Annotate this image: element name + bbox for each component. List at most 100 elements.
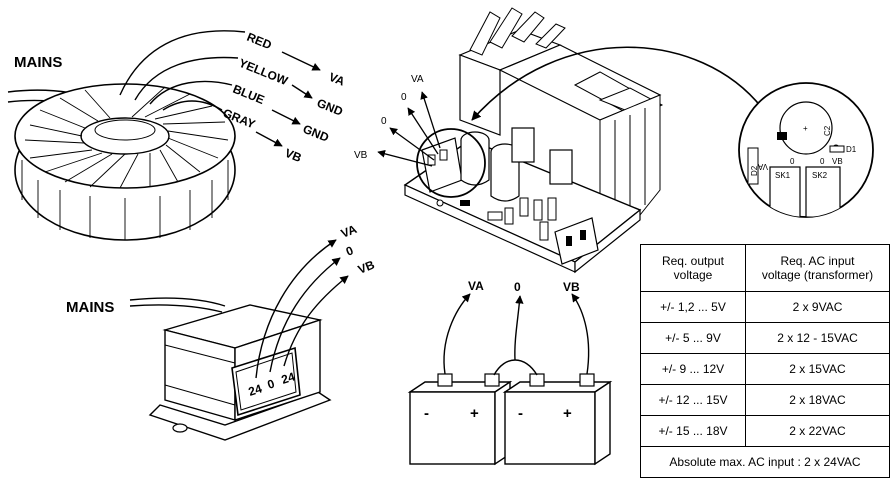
- arrow-gray: [255, 131, 283, 147]
- inset-detail: + C2 D1 D2 VA 0 0 VB SK1 SK2: [738, 82, 874, 218]
- table-row: +/- 5 ... 9V 2 x 12 - 15VAC: [640, 322, 890, 354]
- input-cell: 2 x 12 - 15VAC: [745, 322, 890, 354]
- wire-label-yellow: YELLOW: [237, 56, 290, 88]
- battery-label-0: 0: [514, 280, 521, 294]
- inset-capacitor: [779, 101, 833, 155]
- battery-label-vb: VB: [563, 280, 580, 294]
- mounting-hole: [172, 423, 188, 433]
- mains-wire: [129, 304, 223, 313]
- output-cell: +/- 12 ... 15V: [640, 384, 746, 416]
- secondary-wire: [119, 30, 246, 96]
- regulator: [511, 127, 535, 163]
- output-label-vb: VB: [356, 257, 377, 276]
- input-cell: 2 x 18VAC: [745, 384, 890, 416]
- inset-d2: D2: [750, 165, 759, 176]
- wire-label-blue: BLUE: [231, 82, 267, 107]
- toroid-mains-label: MAINS: [14, 54, 62, 71]
- inset-plus: +: [803, 124, 808, 133]
- inset-zero2: 0: [820, 157, 825, 166]
- output-wire-va: [255, 239, 337, 379]
- heatsink-front: [459, 54, 501, 136]
- battery-wire-va: [443, 293, 471, 375]
- inset-d1: D1: [846, 145, 857, 154]
- inset-sk1-label: SK1: [775, 171, 791, 180]
- header-text: Req. AC input: [780, 254, 855, 268]
- conventional-transformer: MAINS 24 0 24 VA 0 VB: [66, 222, 377, 441]
- secondary-wire: [162, 100, 223, 111]
- inset-diode: [747, 147, 759, 185]
- battery-wire-0: [514, 295, 524, 361]
- input-cell: 2 x 9VAC: [745, 291, 890, 323]
- output-cell: +/- 9 ... 12V: [640, 353, 746, 385]
- output-terminal-block: [554, 217, 599, 265]
- tap-label: 24: [280, 369, 297, 387]
- terminal-label-va: VA: [327, 70, 347, 89]
- table-header-row: Req. output voltage Req. AC input voltag…: [640, 244, 890, 292]
- header-input-voltage: Req. AC input voltage (transformer): [745, 244, 890, 292]
- pcb-edge-right: [574, 208, 641, 274]
- inset-sk1: [769, 166, 801, 217]
- max-input-note: Absolute max. AC input : 2 x 24VAC: [640, 446, 890, 478]
- table-row: +/- 12 ... 15V 2 x 18VAC: [640, 384, 890, 416]
- inset-va: VA: [757, 162, 768, 171]
- output-label-0: 0: [344, 243, 356, 259]
- header-text: voltage (transformer): [761, 268, 874, 282]
- input-cell: 2 x 22VAC: [745, 415, 890, 447]
- header-text: voltage: [673, 268, 713, 282]
- table-row: +/- 1,2 ... 5V 2 x 9VAC: [640, 291, 890, 323]
- battery: [504, 391, 596, 465]
- inset-sk2-label: SK2: [812, 171, 828, 180]
- output-cell: +/- 15 ... 18V: [640, 415, 746, 447]
- battery-sign-minus: -: [518, 405, 523, 422]
- input-label-0: 0: [381, 116, 387, 127]
- secondary-wire: [134, 56, 239, 101]
- table-row: +/- 9 ... 12V 2 x 15VAC: [640, 353, 890, 385]
- table-row: +/- 15 ... 18V 2 x 22VAC: [640, 415, 890, 447]
- arrow-yellow: [291, 84, 313, 99]
- arrow-red: [281, 51, 321, 71]
- inset-c2: C2: [823, 125, 832, 136]
- arrow-blue: [271, 109, 301, 125]
- terminal-label-vb: VB: [283, 146, 304, 165]
- heatsink-fins: [469, 7, 566, 56]
- output-label-va: VA: [339, 222, 359, 241]
- batteries: - + - + VA 0 VB: [407, 279, 613, 466]
- battery-sign-minus: -: [424, 405, 429, 422]
- toroid-hole-inner: [94, 119, 156, 141]
- input-label-vb: VB: [354, 150, 368, 161]
- inset-zero1: 0: [790, 157, 795, 166]
- terminal-label-gnd: GND: [301, 122, 331, 145]
- battery-sign-plus: +: [563, 405, 572, 422]
- voltage-spec-table: Req. output voltage Req. AC input voltag…: [640, 244, 890, 478]
- output-wire-vb: [283, 275, 349, 367]
- battery-jumper: [493, 359, 538, 376]
- power-supply-board: VA 0 0 VB: [354, 7, 763, 274]
- input-arrow-vb: [377, 149, 433, 167]
- battery: [409, 391, 496, 465]
- callout-arrow: [471, 46, 763, 121]
- highlight-circle: [416, 128, 486, 198]
- wire-label-red: RED: [245, 30, 274, 53]
- terminal-label-gnd: GND: [315, 96, 345, 119]
- component: [487, 211, 503, 221]
- battery-sign-plus: +: [470, 405, 479, 422]
- toroid-windings: [21, 86, 229, 240]
- regulator: [549, 149, 573, 185]
- inset-vb: VB: [832, 157, 843, 166]
- output-cell: +/- 1,2 ... 5V: [640, 291, 746, 323]
- battery-terminals: [437, 373, 595, 387]
- input-arrow-0: [407, 107, 439, 155]
- input-arrow-0: [389, 127, 435, 161]
- transformer-mains-label: MAINS: [66, 299, 114, 316]
- tap-label: 24: [247, 381, 264, 399]
- battery-wire-vb: [571, 293, 590, 375]
- header-output-voltage: Req. output voltage: [640, 244, 746, 292]
- toroidal-transformer: MAINS: [7, 30, 347, 241]
- mains-wire: [129, 297, 226, 307]
- small-capacitors: [504, 197, 557, 241]
- header-text: Req. output: [661, 254, 725, 268]
- input-label-0: 0: [401, 92, 407, 103]
- component: [460, 200, 470, 206]
- secondary-wire: [149, 80, 233, 105]
